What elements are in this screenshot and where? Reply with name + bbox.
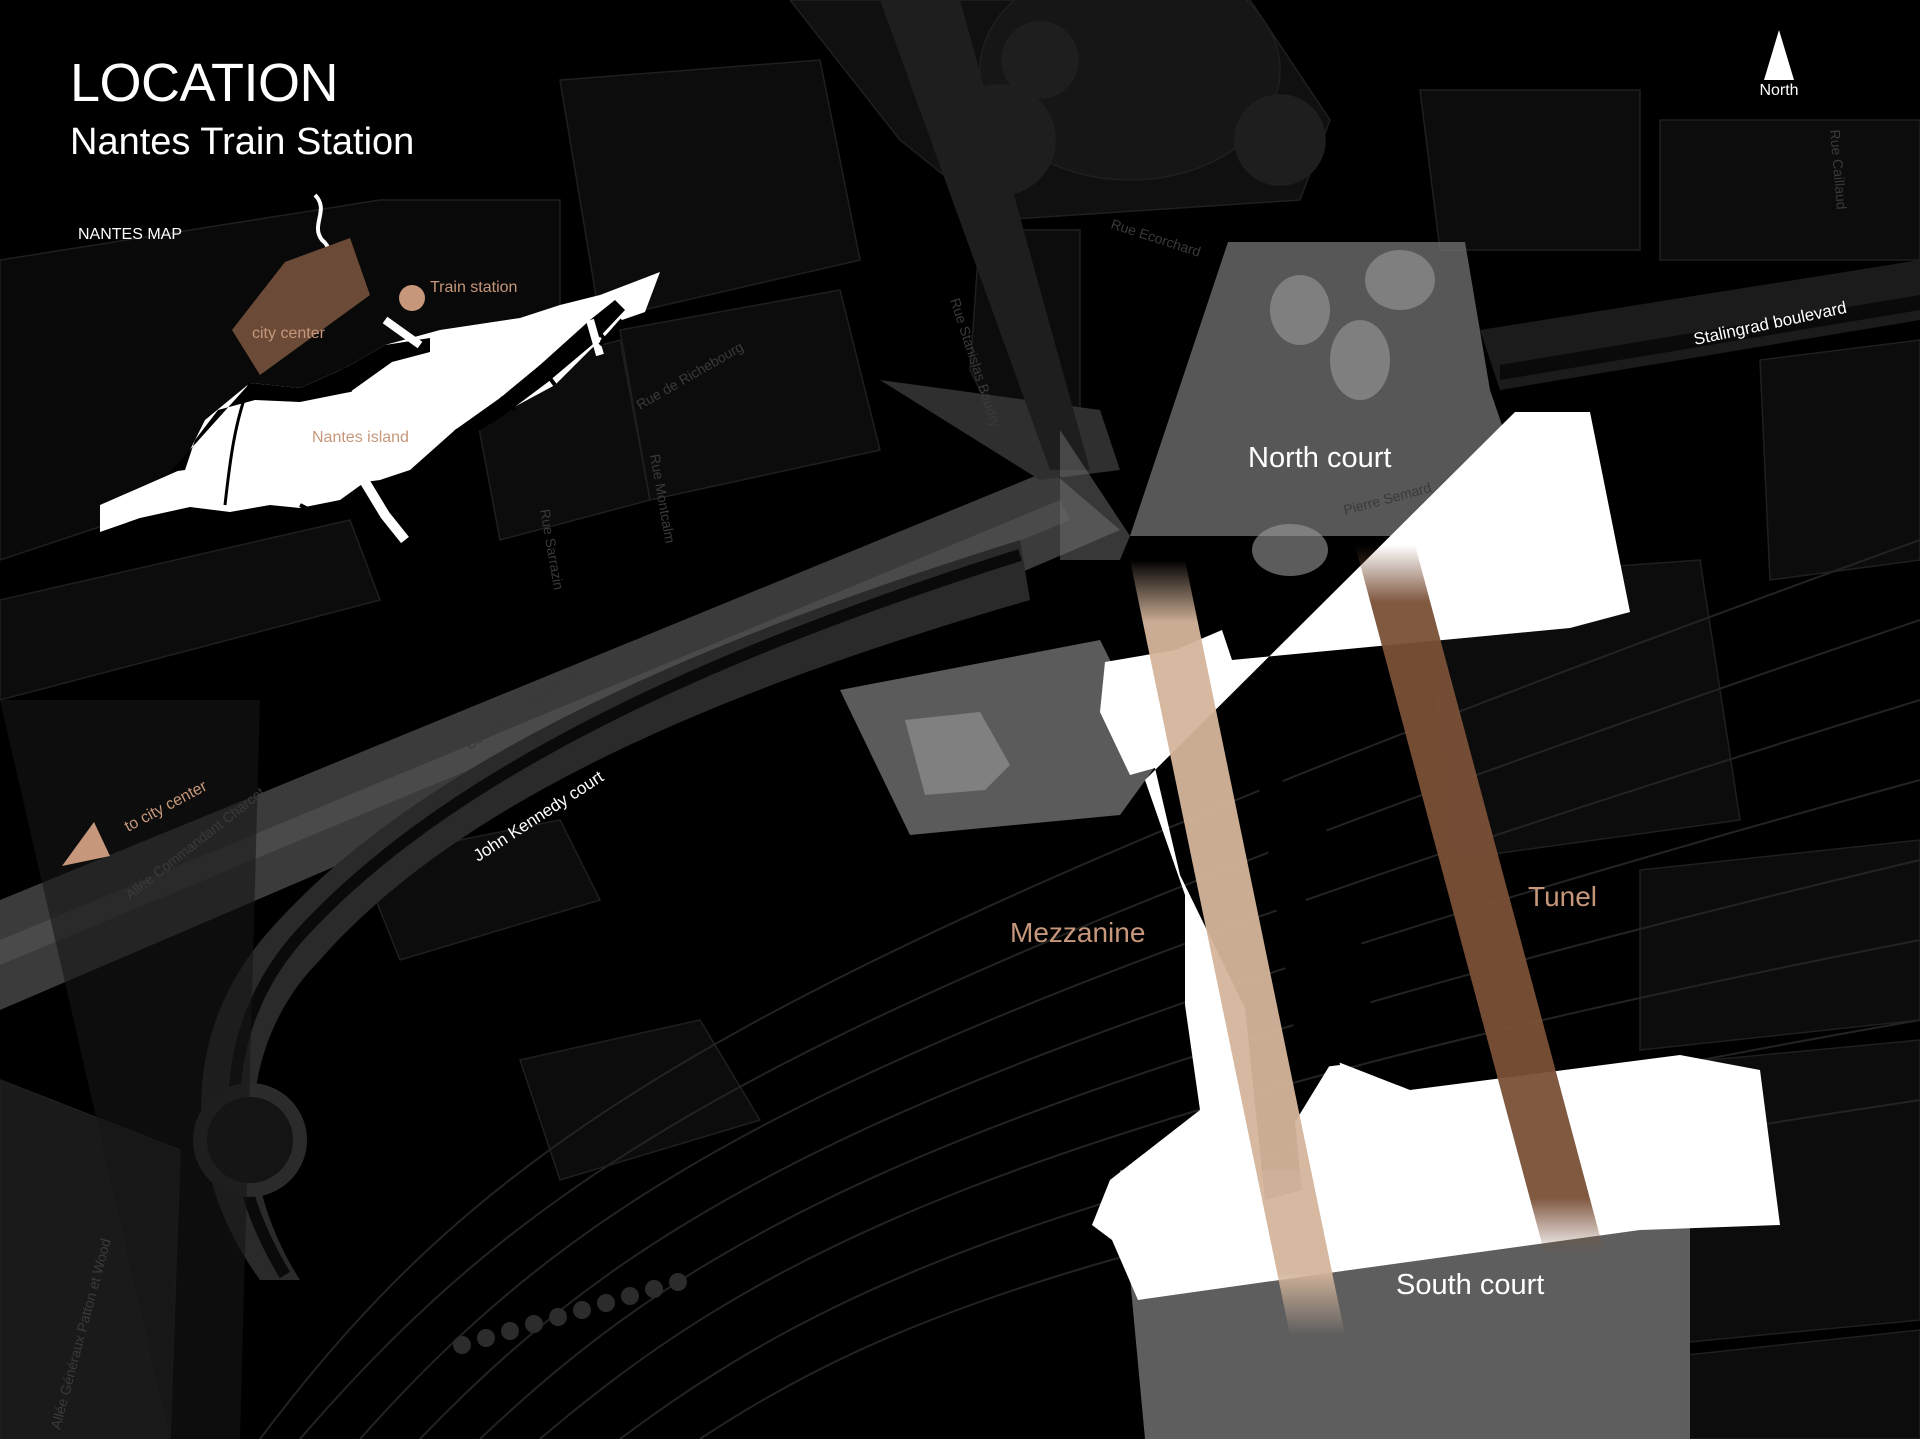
mezzanine-label: Mezzanine (1010, 917, 1145, 948)
inset-map-title: NANTES MAP (78, 226, 183, 243)
inset-nantes-island-shape (100, 272, 660, 532)
city-center-direction-icon (62, 822, 110, 866)
inset-island-label: Nantes island (312, 429, 409, 446)
tunnel-path (1355, 545, 1605, 1255)
inset-train-station-icon (399, 285, 425, 311)
street-rue-ecorchard: Rue Ecorchard (1109, 216, 1203, 260)
south-court-label: South court (1396, 1269, 1544, 1301)
mezzanine-path (1130, 560, 1345, 1335)
walkways (1130, 545, 1605, 1335)
inset-map: city center Train station Nantes island (100, 193, 660, 544)
page-title: LOCATION (70, 53, 339, 113)
north-court-area (1130, 242, 1540, 536)
north-arrow-icon (1764, 30, 1794, 80)
street-rue-caillaud: Rue Caillaud (1827, 129, 1850, 210)
page-subtitle: Nantes Train Station (70, 121, 415, 163)
inset-city-center-area (232, 238, 370, 375)
tree-row (453, 1273, 687, 1354)
north-court-label: North court (1248, 442, 1391, 474)
plaza-area (840, 640, 1160, 835)
inset-city-center-label: city center (252, 325, 326, 342)
north-label: North (1759, 82, 1799, 99)
station-building (1092, 412, 1780, 1300)
tunnel-label: Tunel (1528, 881, 1597, 912)
north-compass: North (1748, 30, 1810, 100)
inset-train-station-label: Train station (430, 279, 517, 296)
